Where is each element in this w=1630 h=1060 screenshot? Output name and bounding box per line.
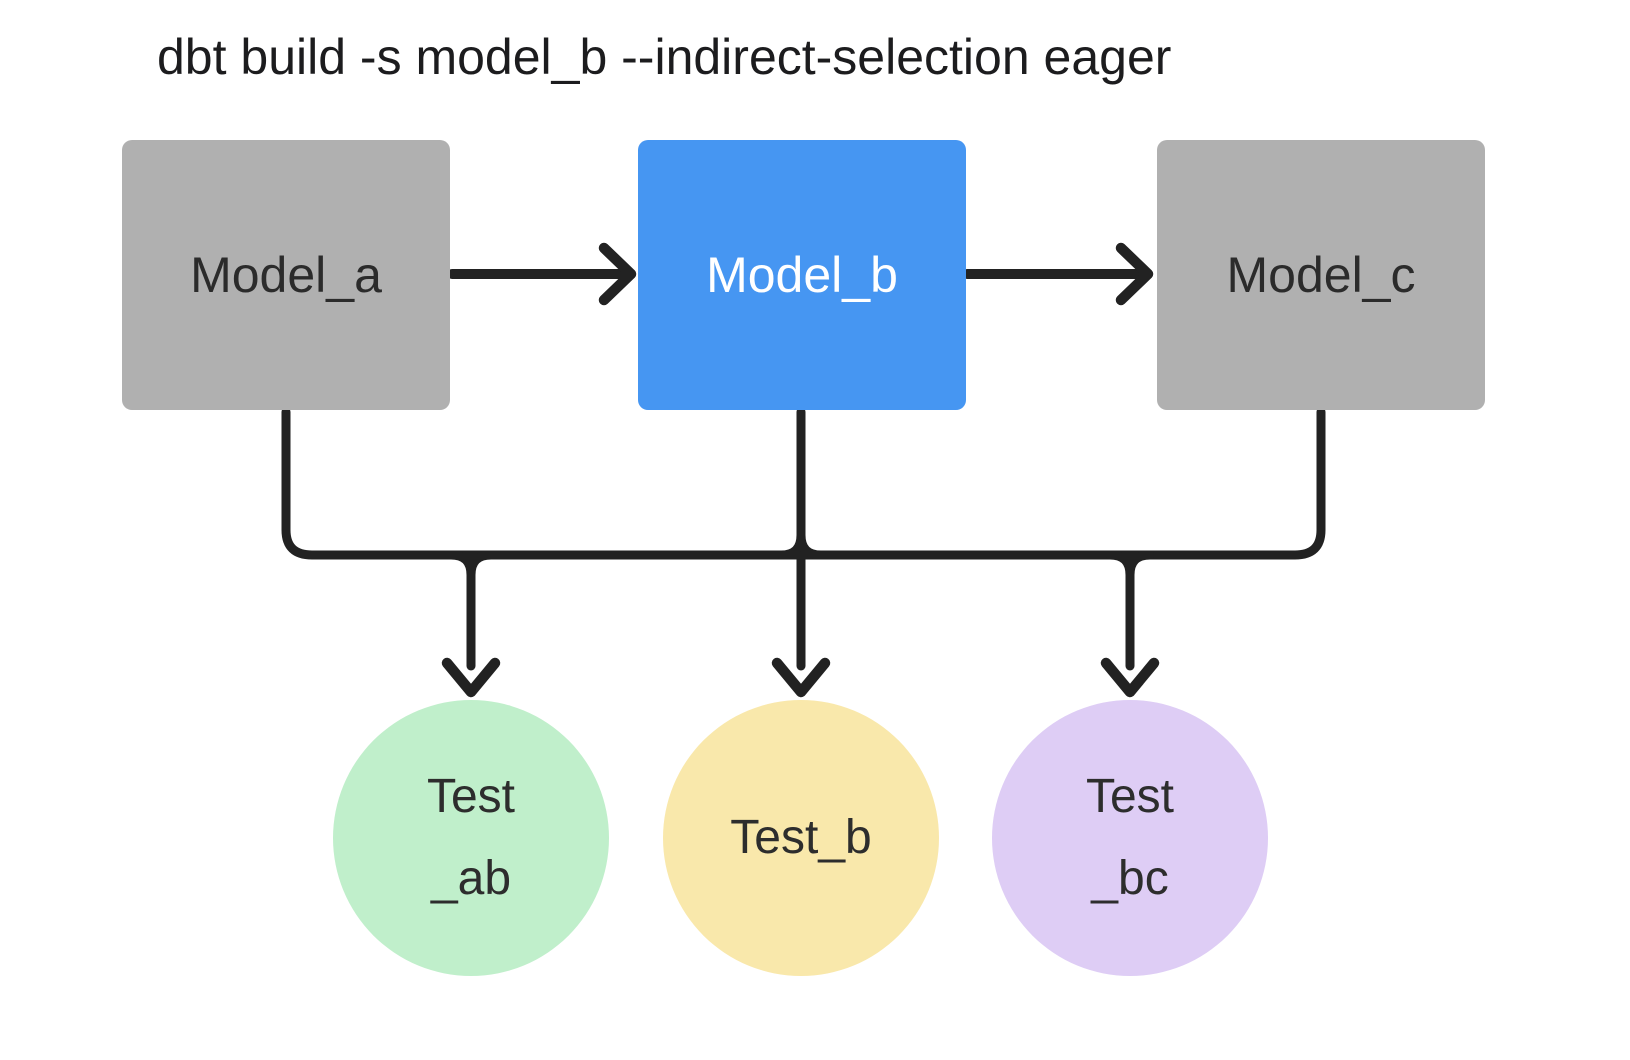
node-test-b-label-line1: Test_b — [730, 811, 872, 864]
junction-model-b-fillets — [776, 530, 826, 560]
edge-model-a-to-model-b-arrowhead — [598, 242, 637, 306]
edge-model-b-to-test-b-arrowhead — [771, 657, 831, 698]
edge-model-b-to-model-c-arrowhead — [1115, 242, 1154, 306]
edge-bus-to-test-ab-arrowhead — [441, 657, 501, 698]
node-test-ab-label-line2: _ab — [430, 852, 512, 905]
node-model-c: Model_c — [1157, 140, 1485, 410]
node-test-bc-label-line2: _bc — [1091, 852, 1169, 905]
node-test-ab: Test _ab — [333, 700, 609, 976]
edge-bus-to-test-bc-arrowhead — [1100, 657, 1160, 698]
node-test-b: Test_b — [663, 700, 939, 976]
node-model-b-selected: Model_b — [638, 140, 966, 410]
node-test-bc: Test _bc — [992, 700, 1268, 976]
node-test-ab-label-line1: Test — [426, 770, 516, 823]
node-test-bc-label-line1: Test — [1085, 770, 1175, 823]
command-title: dbt build -s model_b --indirect-selectio… — [157, 29, 1172, 85]
node-model-c-label: Model_c — [1226, 247, 1416, 303]
node-model-a: Model_a — [122, 140, 450, 410]
node-model-a-label: Model_a — [190, 247, 382, 303]
node-model-b-label: Model_b — [706, 247, 898, 303]
